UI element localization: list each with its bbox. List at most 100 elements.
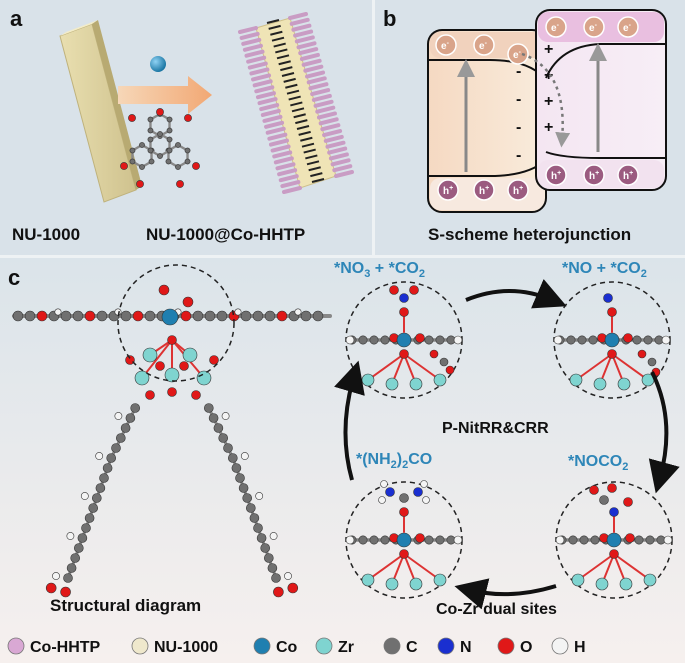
zirconium-atom	[361, 373, 375, 387]
bond	[403, 353, 441, 381]
cycle-arrow-left	[334, 360, 365, 481]
layer-atom	[144, 310, 156, 322]
legend-swatch-c	[383, 637, 401, 655]
co-hhtp-spike	[316, 111, 337, 120]
legend-label-c: C	[406, 639, 418, 656]
co-hhtp-spike	[293, 29, 314, 38]
hole-label: h+	[479, 185, 489, 197]
rod-surface-mark	[268, 24, 281, 30]
carbon-atom	[77, 533, 88, 543]
carbon-atom	[147, 127, 154, 134]
carbon-atom	[218, 433, 228, 443]
rod-surface-mark	[303, 148, 316, 154]
co-hhtp-spike	[328, 152, 349, 161]
hydrogen-atom	[234, 308, 242, 316]
co-hhtp-spike	[280, 180, 301, 189]
co-hhtp-spike	[265, 126, 286, 135]
cobalt-atom	[396, 332, 412, 348]
bond	[613, 553, 651, 581]
carbon-atom	[74, 543, 84, 553]
layer-atom	[120, 310, 132, 322]
nitrogen-atom	[609, 507, 619, 517]
layer-atom	[240, 310, 252, 322]
co-hhtp-spike	[259, 103, 280, 112]
zirconium-atom	[142, 347, 158, 363]
layer-atom	[645, 535, 655, 545]
panel-c-letter: c	[8, 265, 20, 290]
co-hhtp-spike	[322, 129, 343, 138]
co-hhtp-spike	[334, 170, 354, 178]
co-hhtp-spike	[325, 140, 346, 149]
co-hhtp-spike	[251, 73, 272, 82]
co-hhtp-spike	[275, 162, 296, 171]
carbon-atom	[111, 443, 121, 453]
layer-atom	[204, 310, 216, 322]
layer-atom	[96, 310, 108, 322]
oxygen-atom	[287, 582, 299, 594]
co-hhtp-spike	[264, 120, 285, 129]
co-hhtp-spike	[301, 58, 322, 67]
oxygen-atom	[607, 307, 617, 317]
layer-atom	[369, 535, 379, 545]
carbon-atom	[147, 136, 154, 143]
panel-a-letter: a	[10, 6, 23, 31]
hole	[437, 179, 459, 201]
co-hhtp-spike	[308, 82, 329, 91]
oxygen-atom	[128, 114, 136, 122]
layer-atom	[312, 310, 324, 322]
layer-atom	[300, 310, 312, 322]
cobalt-atom	[604, 332, 620, 348]
bond	[403, 553, 441, 581]
hydrogen-atom	[66, 532, 75, 540]
oxygen-atom	[209, 355, 219, 365]
carbon-atom	[139, 164, 145, 170]
legend-label-o: O	[520, 639, 532, 656]
legend-label-co-hhtp: Co-HHTP	[30, 639, 101, 656]
rod-surface-mark	[285, 83, 298, 89]
co-hhtp-spike	[244, 49, 265, 58]
carbon-atom	[116, 433, 126, 443]
hole	[545, 164, 567, 186]
rod-surface-mark	[300, 136, 313, 142]
cycle-arrow-right	[648, 371, 680, 494]
label-no-co2: *NO + *CO2	[562, 260, 647, 280]
hydrogen-atom	[422, 496, 430, 504]
carbon-atom	[92, 493, 102, 503]
carbon-atom	[267, 563, 278, 573]
zirconium-atom	[433, 573, 447, 587]
oxygen-atom	[167, 335, 177, 345]
hydrogen-atom	[661, 335, 671, 345]
oxygen-atom	[167, 387, 177, 397]
carbon-atom	[129, 147, 136, 154]
caption-nu1000-co-hhtp: NU-1000@Co-HHTP	[146, 225, 305, 244]
oxygen-atom	[155, 361, 165, 371]
cycle-arrow-top	[465, 278, 567, 309]
carbon-atom	[165, 158, 172, 165]
carbon-atom	[228, 453, 238, 463]
oxygen-atom	[184, 114, 192, 122]
layer-atom	[84, 310, 96, 322]
layer-atom	[566, 335, 576, 345]
bond	[611, 353, 649, 381]
positive-charge: +	[544, 93, 553, 110]
hole	[617, 164, 639, 186]
rod-surface-mark	[293, 113, 306, 119]
co-hhtp-spike	[294, 35, 315, 44]
oxygen-atom	[145, 390, 155, 400]
oxygen-atom	[609, 549, 619, 559]
layer-atom	[577, 335, 587, 345]
zirconium-atom	[643, 573, 657, 587]
co-hhtp-spike	[296, 41, 317, 50]
bond	[575, 353, 613, 381]
carbon-atom	[81, 523, 91, 533]
co-hhtp-spike	[323, 134, 344, 143]
carbon-atom	[95, 483, 106, 493]
layer-atom	[12, 310, 24, 322]
layer-atom	[380, 335, 390, 345]
zirconium-atom	[182, 347, 198, 363]
hydrogen-atom	[269, 532, 278, 540]
layer-atom	[216, 310, 228, 322]
electron	[473, 34, 495, 56]
caption-s-scheme: S-scheme heterojunction	[428, 225, 631, 244]
electron	[507, 43, 529, 65]
